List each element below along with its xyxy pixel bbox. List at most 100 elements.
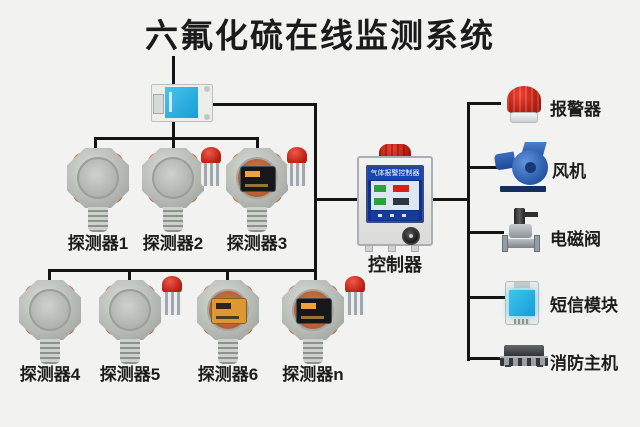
controller-screen-title: 气体报警控制器 <box>368 167 422 180</box>
controller-screen: 气体报警控制器 <box>366 165 424 223</box>
page-title: 六氟化硫在线监测系统 <box>145 17 495 54</box>
alarm-base <box>510 112 538 123</box>
sms-module-icon <box>505 281 539 325</box>
detector-face <box>109 289 151 331</box>
beacon-dome <box>287 147 307 164</box>
connector-line <box>467 357 504 360</box>
sensor-cylinder <box>218 339 238 364</box>
solenoid-valve-icon <box>502 208 540 258</box>
output-label-valve: 电磁阀 <box>550 230 601 249</box>
strobe-beacon-icon <box>200 147 222 187</box>
detector-5 <box>99 280 161 366</box>
connector-line <box>128 269 131 284</box>
connector-line <box>172 120 175 140</box>
fire-panel-top <box>504 345 544 357</box>
sensor-cylinder <box>120 339 140 364</box>
cable-gland <box>388 245 396 252</box>
valve-connector <box>523 212 538 217</box>
detector-display <box>211 298 247 324</box>
valve-flange <box>502 235 508 252</box>
detector-face <box>152 157 194 199</box>
status-chip-green <box>374 185 386 192</box>
controller-beacon-icon <box>379 144 411 158</box>
strobe-beacon-icon <box>286 147 308 187</box>
module-connector <box>153 94 164 114</box>
detector-3 <box>226 148 288 234</box>
detector-face <box>29 289 71 331</box>
valve-body <box>509 224 532 238</box>
status-chip-green <box>374 198 386 205</box>
valve-flange <box>534 235 540 252</box>
connector-line <box>211 103 317 106</box>
connector-line <box>172 56 175 86</box>
sensor-cylinder <box>88 207 108 232</box>
beacon-base <box>162 292 182 315</box>
sensor-cylinder <box>163 207 183 232</box>
detector-n <box>282 280 344 366</box>
output-label-alarm: 报警器 <box>550 100 601 119</box>
screw-icon <box>204 86 210 92</box>
detector-2 <box>142 148 204 234</box>
output-label-fire: 消防主机 <box>550 354 618 373</box>
controller-screen-menu <box>371 211 419 220</box>
fan-hub <box>525 162 536 173</box>
fire-panel-front <box>500 356 548 366</box>
sms-body <box>509 290 535 316</box>
fire-panel-foot <box>505 365 511 367</box>
detector-n-label: 探测器n <box>282 365 344 384</box>
connector-line <box>48 269 51 284</box>
sensor-cylinder <box>40 339 60 364</box>
connector-line <box>226 269 229 284</box>
strobe-beacon-icon <box>344 276 366 316</box>
sms-connector <box>514 282 530 288</box>
detector-4-label: 探测器4 <box>19 365 81 384</box>
beacon-dome <box>162 276 182 293</box>
beacon-dome <box>345 276 365 293</box>
alarm-beacon-icon <box>506 86 542 124</box>
connector-line <box>256 137 259 152</box>
output-label-sms: 短信模块 <box>550 296 618 315</box>
beacon-dome <box>201 147 221 164</box>
cable-gland <box>411 245 419 252</box>
valve-coil <box>514 208 525 225</box>
connector-line <box>432 198 470 201</box>
detector-display <box>240 166 276 192</box>
detector-1-label: 探测器1 <box>67 234 129 253</box>
connector-line <box>48 269 317 272</box>
beacon-base <box>201 163 221 186</box>
fan-base <box>500 186 546 192</box>
detector-6-label: 探测器6 <box>197 365 259 384</box>
detector-4 <box>19 280 81 366</box>
connector-line <box>172 137 175 154</box>
detector-display <box>296 298 332 324</box>
controller-screen-readings <box>371 181 419 210</box>
connector-line <box>94 137 259 140</box>
connector-line <box>467 231 504 234</box>
status-chip-dark <box>393 198 409 205</box>
screw-icon <box>204 114 210 120</box>
sms-pins <box>514 319 530 324</box>
status-chip-red <box>393 185 409 192</box>
connector-line <box>94 137 97 154</box>
beacon-base <box>287 163 307 186</box>
detector-2-label: 探测器2 <box>142 234 204 253</box>
controller-button <box>402 227 420 245</box>
connector-line <box>314 198 359 201</box>
connector-line <box>467 166 498 169</box>
connector-line <box>467 296 506 299</box>
strobe-beacon-icon <box>161 276 183 316</box>
cable-gland <box>365 245 373 252</box>
fire-panel-foot <box>537 365 543 367</box>
fan-icon <box>493 142 549 192</box>
detector-face <box>77 157 119 199</box>
connector-line <box>467 102 501 105</box>
fire-panel-icon <box>500 345 548 367</box>
valve-pipe <box>502 239 540 248</box>
output-label-fan: 风机 <box>552 162 586 181</box>
power-module-icon <box>151 84 213 122</box>
alarm-dome <box>507 86 541 113</box>
module-body <box>165 87 198 118</box>
sensor-cylinder <box>247 207 267 232</box>
detector-3-label: 探测器3 <box>226 234 288 253</box>
